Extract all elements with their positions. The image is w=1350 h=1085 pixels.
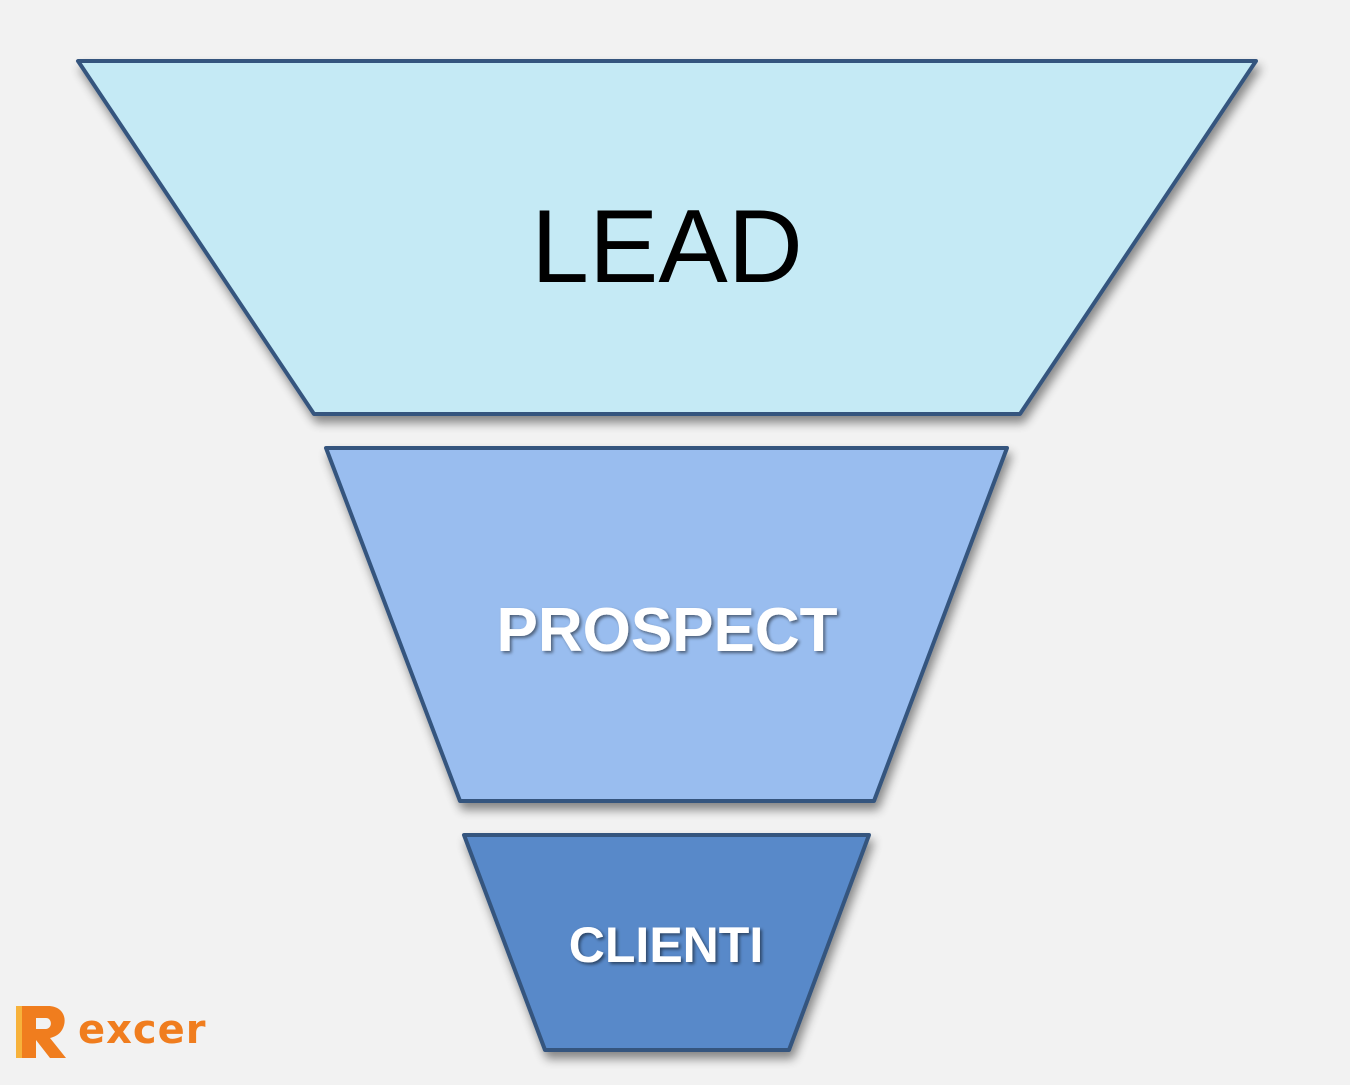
funnel-stage-lead-shape [76,59,1258,416]
rexcer-logo-text: excer [78,1007,207,1053]
rexcer-logo: excer [14,1002,214,1062]
funnel-stage-clienti: CLIENTI [462,833,871,1052]
funnel-stage-prospect: PROSPECT [324,446,1009,803]
funnel-stage-lead-label: LEAD [531,189,803,305]
funnel-stage-prospect-label: PROSPECT [496,596,837,665]
rexcer-logo-mark-icon [16,1006,66,1058]
funnel-stage-clienti-label: CLIENTI [569,917,763,973]
funnel-stage-clienti-shape [462,833,871,1052]
funnel-stage-prospect-shape [324,446,1009,803]
funnel-stage-lead: LEAD [76,59,1258,416]
